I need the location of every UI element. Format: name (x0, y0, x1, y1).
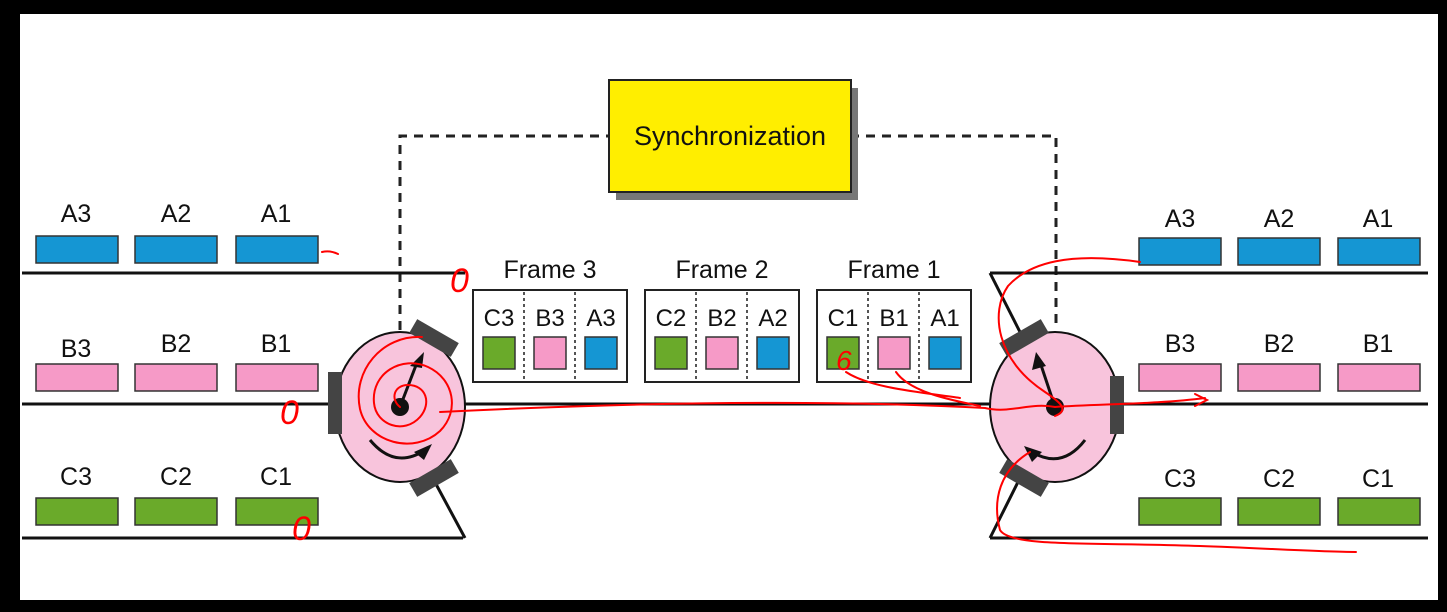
input-label-c2: C2 (160, 463, 192, 491)
slot-label-c2: C2 (656, 305, 687, 332)
slot-a3 (584, 336, 618, 370)
input-label-b1: B1 (261, 330, 292, 358)
input-label-b2: B2 (161, 330, 192, 358)
input-label-c1: C1 (260, 463, 292, 491)
output-unit-c1 (1337, 497, 1421, 526)
demux-contact-top (999, 319, 1049, 357)
slot-b3 (533, 336, 567, 370)
frame-title: Frame 2 (675, 256, 768, 284)
slot-c2 (654, 336, 688, 370)
handwritten-zero: 0 (292, 510, 311, 548)
slot-label-b3: B3 (535, 305, 564, 332)
mux-input-contact (328, 372, 342, 434)
slot-label-a1: A1 (930, 305, 959, 332)
mux-contact-top (409, 319, 459, 357)
frame-title: Frame 1 (847, 256, 940, 284)
output-row-b: B3 B2 B1 (1138, 330, 1421, 392)
input-unit-b3 (35, 363, 119, 392)
input-label-a1: A1 (261, 200, 292, 228)
frame-3: Frame 3 C3 B3 A3 (472, 256, 628, 383)
annotation-top-trace (997, 257, 1141, 417)
output-label-a3: A3 (1165, 205, 1196, 233)
output-unit-a2 (1237, 237, 1321, 266)
output-row-c: C3 C2 C1 (1138, 465, 1421, 526)
slot-a1 (928, 336, 962, 370)
output-unit-a3 (1138, 237, 1222, 266)
input-unit-a3 (35, 235, 119, 264)
slot-label-c3: C3 (484, 305, 515, 332)
frame-title: Frame 3 (503, 256, 596, 284)
output-label-b3: B3 (1165, 330, 1196, 358)
annotation-frame-trace (845, 371, 981, 407)
input-unit-a2 (134, 235, 218, 264)
slot-label-b2: B2 (707, 305, 736, 332)
output-unit-a1 (1337, 237, 1421, 266)
output-unit-b3 (1138, 363, 1222, 392)
sync-dashed-link (398, 134, 1058, 330)
output-label-b1: B1 (1363, 330, 1394, 358)
red-annotations (321, 250, 1357, 553)
annotation-bottom-trace (996, 451, 1357, 553)
annotation-link-trace (439, 397, 1206, 413)
input-unit-b2 (134, 363, 218, 392)
input-row-a: A3 A2 A1 (35, 200, 319, 264)
output-label-c1: C1 (1362, 465, 1394, 493)
output-unit-c3 (1138, 497, 1222, 526)
sync-label: Synchronization (634, 121, 826, 151)
input-unit-c1 (235, 497, 319, 526)
output-label-a2: A2 (1264, 205, 1295, 233)
slot-label-b1: B1 (879, 305, 908, 332)
mux-contact-bottom (409, 459, 459, 497)
input-lines (22, 271, 465, 540)
slot-b1 (877, 336, 911, 370)
slot-c3 (482, 336, 516, 370)
sync-box (608, 79, 852, 193)
annotation-arrowhead (1194, 393, 1210, 407)
frame-2: Frame 2 C2 B2 A2 (644, 256, 800, 383)
annotation-dash (321, 250, 339, 255)
slot-label-a2: A2 (758, 305, 787, 332)
output-label-a1: A1 (1363, 205, 1394, 233)
output-label-b2: B2 (1264, 330, 1295, 358)
slot-b2 (705, 336, 739, 370)
handwritten-zero: 0 (280, 394, 299, 432)
annotation-spiral (357, 335, 453, 445)
input-label-a2: A2 (161, 200, 192, 228)
input-unit-a1 (235, 235, 319, 264)
input-label-c3: C3 (60, 463, 92, 491)
frame-1: Frame 1 C1 B1 A1 (816, 256, 972, 383)
output-unit-b2 (1237, 363, 1321, 392)
output-lines (990, 271, 1428, 540)
handwritten-six: 6 (836, 345, 852, 376)
handwritten-marks: 0 0 0 6 (280, 262, 852, 548)
output-unit-c2 (1237, 497, 1321, 526)
output-unit-b1 (1337, 363, 1421, 392)
slot-label-a3: A3 (586, 305, 615, 332)
input-row-b: B3 B2 B1 (35, 330, 319, 392)
slot-c1 (826, 336, 860, 370)
input-unit-c3 (35, 497, 119, 526)
output-row-a: A3 A2 A1 (1138, 205, 1421, 266)
input-label-b3: B3 (61, 335, 92, 363)
input-row-c: C3 C2 C1 (35, 463, 319, 526)
input-unit-b1 (235, 363, 319, 392)
input-unit-c2 (134, 497, 218, 526)
slot-a2 (756, 336, 790, 370)
handwritten-zero: 0 (450, 262, 469, 300)
slot-label-c1: C1 (828, 305, 859, 332)
output-label-c3: C3 (1164, 465, 1196, 493)
input-label-a3: A3 (61, 200, 92, 228)
output-label-c2: C2 (1263, 465, 1295, 493)
